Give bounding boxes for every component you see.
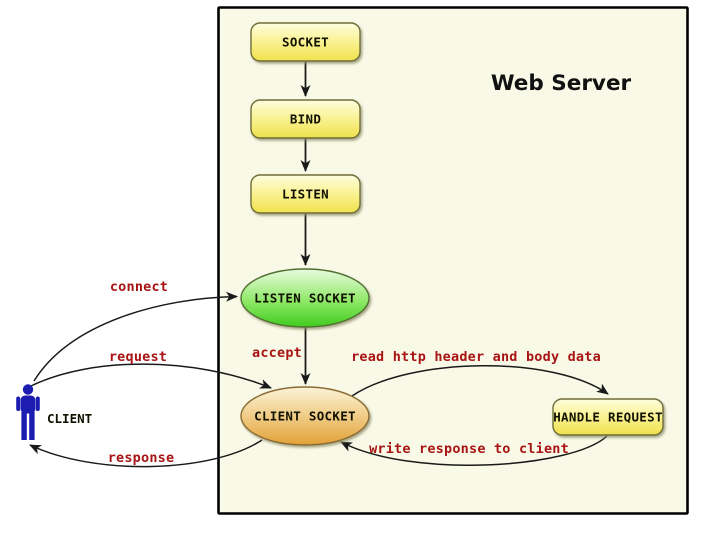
node-listen-socket-shape <box>240 268 370 328</box>
node-listen-label: LISTEN <box>282 187 329 202</box>
edge-response <box>29 439 263 468</box>
node-socket: SOCKET <box>250 22 361 62</box>
node-client-socket-label: CLIENT SOCKET <box>254 409 356 424</box>
node-listen-socket: LISTEN SOCKET <box>240 268 370 328</box>
node-socket-label: SOCKET <box>282 35 329 50</box>
client-person-icon <box>16 384 40 440</box>
node-handle-request-shape <box>552 398 664 436</box>
edge-label-connect: connect <box>110 279 168 295</box>
node-socket-shape <box>250 22 361 62</box>
node-client-socket: CLIENT SOCKET <box>240 386 370 446</box>
node-bind-label: BIND <box>290 112 321 127</box>
node-listen: LISTEN <box>250 174 361 214</box>
node-listen-shape <box>250 174 361 214</box>
node-handle-request-label: HANDLE REQUEST <box>553 410 663 425</box>
edge-label-request: request <box>109 349 167 365</box>
edge-label-response: response <box>108 450 175 466</box>
node-listen-socket-label: LISTEN SOCKET <box>254 291 356 306</box>
panel-title: Web Server <box>491 71 632 96</box>
edge-connect <box>33 291 238 382</box>
edge-label-accept: accept <box>252 345 302 361</box>
edge-read <box>351 365 609 397</box>
curved-edges <box>29 291 609 468</box>
edge-label-read: read http header and body data <box>351 349 601 365</box>
node-bind-shape <box>250 99 361 139</box>
node-bind: BIND <box>250 99 361 139</box>
client-label: CLIENT <box>47 411 92 426</box>
edge-request <box>30 363 272 389</box>
node-handle-request: HANDLE REQUEST <box>552 398 664 436</box>
edge-write <box>340 435 608 466</box>
edge-label-write: write response to client <box>369 441 569 457</box>
node-client-socket-shape <box>240 386 370 446</box>
